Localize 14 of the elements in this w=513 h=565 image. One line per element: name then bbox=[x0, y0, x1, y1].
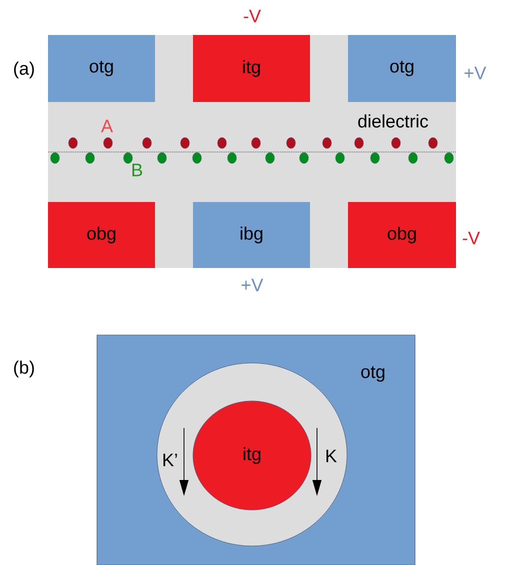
voltage-label: +V bbox=[464, 66, 486, 80]
label: B bbox=[132, 164, 142, 176]
gate-electrode: otg bbox=[348, 35, 456, 102]
voltage-label: -V bbox=[462, 232, 480, 244]
voltage-label: -V bbox=[244, 10, 261, 22]
gate-electrode: ibg bbox=[193, 202, 310, 268]
gate-electrode: obg bbox=[48, 202, 155, 268]
voltage-label: +V bbox=[242, 278, 264, 292]
label: A bbox=[101, 120, 113, 132]
gate-electrode: obg bbox=[348, 202, 456, 268]
gate-electrode: otg bbox=[48, 35, 155, 102]
inner-gate: itg bbox=[192, 400, 312, 510]
label: (b) bbox=[14, 360, 34, 378]
gate-electrode: itg bbox=[193, 35, 310, 102]
